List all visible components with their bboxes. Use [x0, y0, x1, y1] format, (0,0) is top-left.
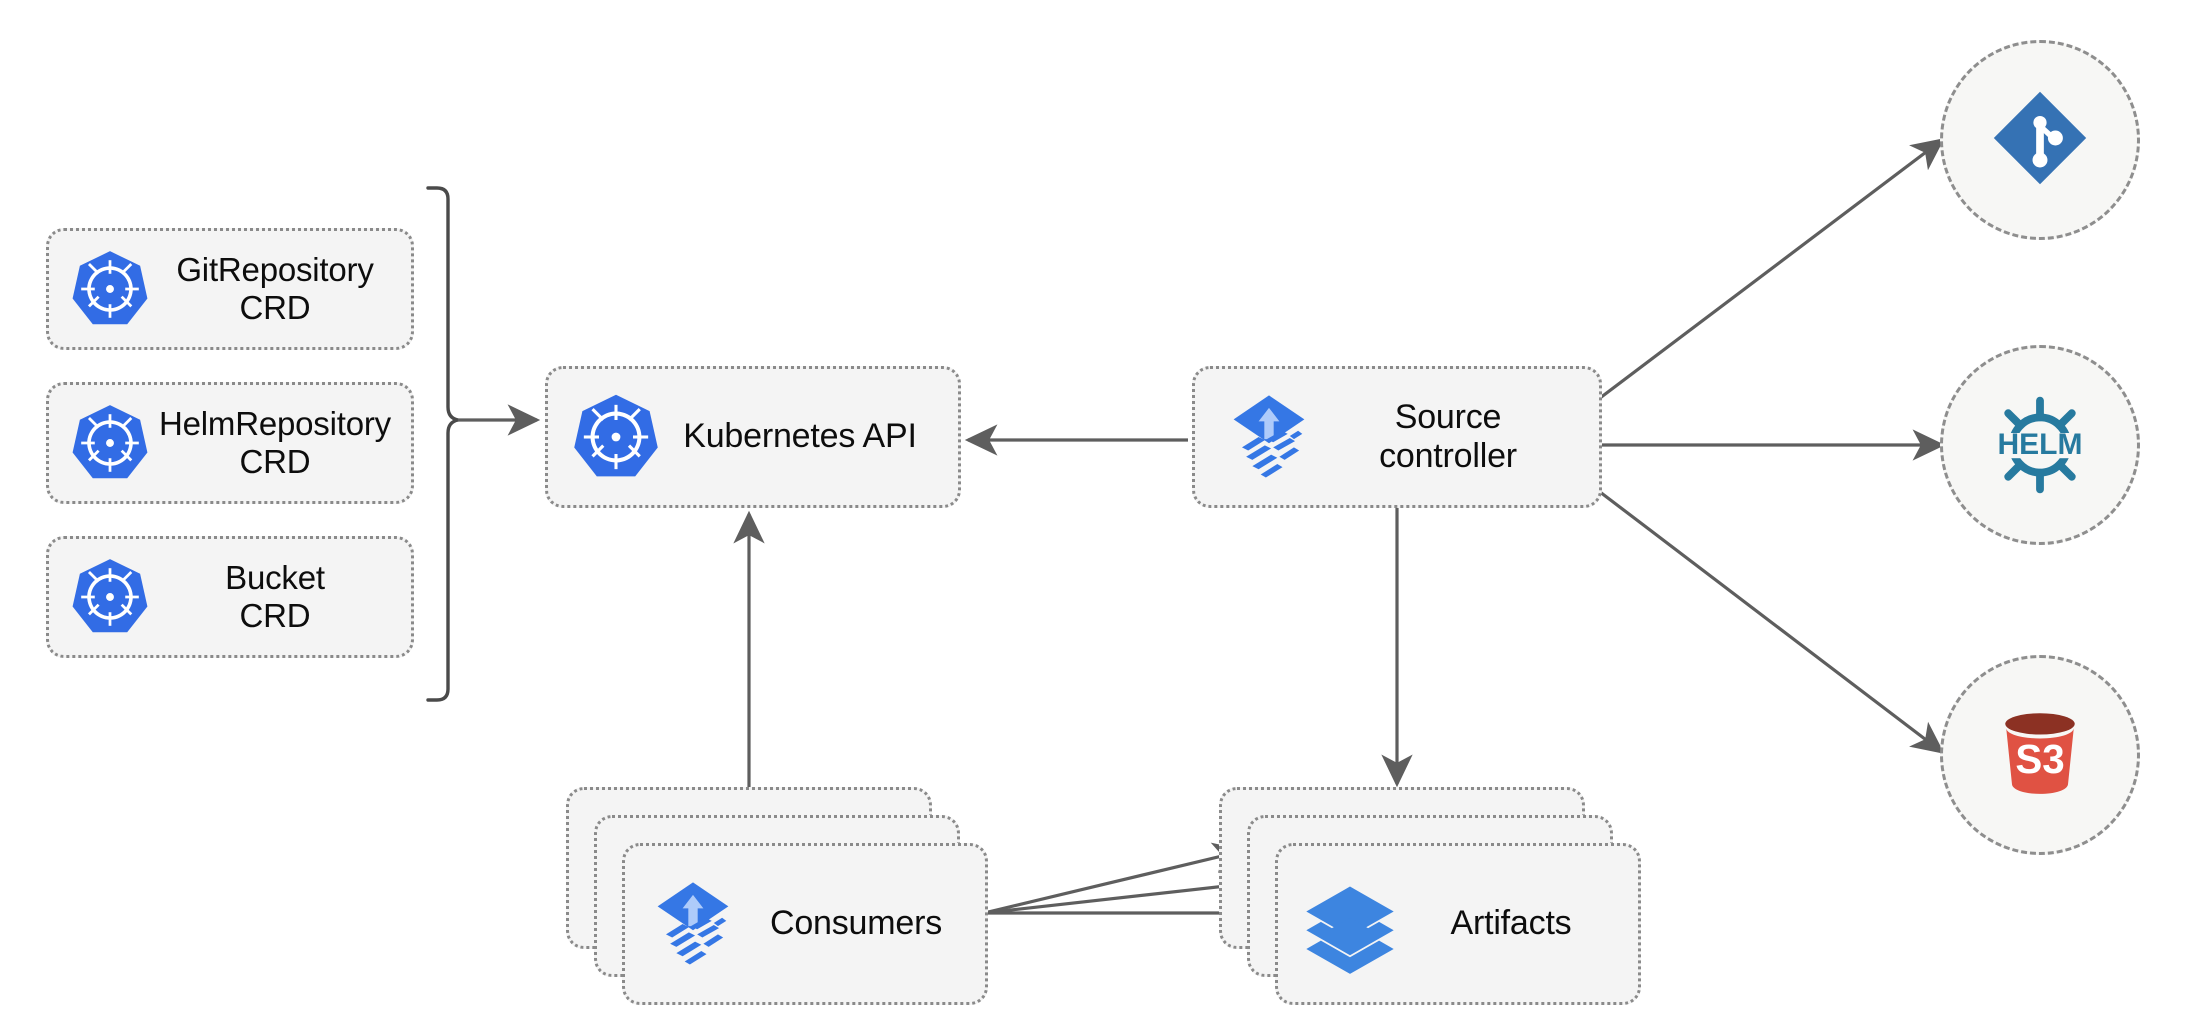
- node-label: Consumers: [769, 904, 943, 943]
- layers-icon: [1298, 872, 1402, 976]
- node-label: Kubernetes API: [683, 417, 917, 456]
- edge-consumers-to-artifacts-1: [983, 842, 1247, 915]
- node-label: Artifacts: [1450, 904, 1572, 943]
- crd-label: GitRepository CRD: [176, 250, 374, 326]
- crd-group-brace: [426, 186, 460, 702]
- kubernetes-icon: [67, 246, 153, 332]
- crd-box-gitrepository[interactable]: GitRepository CRD: [46, 228, 414, 350]
- node-source-controller[interactable]: Source controller: [1192, 366, 1602, 508]
- node-label: Source controller: [1379, 397, 1517, 475]
- node-artifacts[interactable]: Artifacts: [1275, 843, 1641, 1005]
- crd-box-bucket[interactable]: Bucket CRD: [46, 536, 414, 658]
- kubernetes-icon: [568, 389, 664, 485]
- external-s3[interactable]: S3: [1940, 655, 2140, 855]
- helm-icon: HELM: [1980, 385, 2100, 505]
- s3-wordmark: S3: [2015, 736, 2064, 782]
- helm-wordmark: HELM: [1998, 428, 2083, 461]
- edge-source-controller-to-s3: [1599, 490, 1945, 754]
- edge-source-controller-to-git: [1599, 138, 1945, 400]
- crd-box-helmrepository[interactable]: HelmRepository CRD: [46, 382, 414, 504]
- s3-bucket-icon: S3: [1984, 697, 2096, 814]
- flux-icon: [1217, 385, 1321, 489]
- git-icon: [1985, 83, 2095, 198]
- external-git[interactable]: [1940, 40, 2140, 240]
- flux-icon: [641, 872, 745, 976]
- crd-label: Bucket CRD: [225, 558, 325, 634]
- node-consumers[interactable]: Consumers: [622, 843, 988, 1005]
- kubernetes-icon: [67, 400, 153, 486]
- kubernetes-icon: [67, 554, 153, 640]
- external-helm[interactable]: HELM: [1940, 345, 2140, 545]
- crd-label: HelmRepository CRD: [159, 404, 391, 480]
- node-kubernetes-api[interactable]: Kubernetes API: [545, 366, 961, 508]
